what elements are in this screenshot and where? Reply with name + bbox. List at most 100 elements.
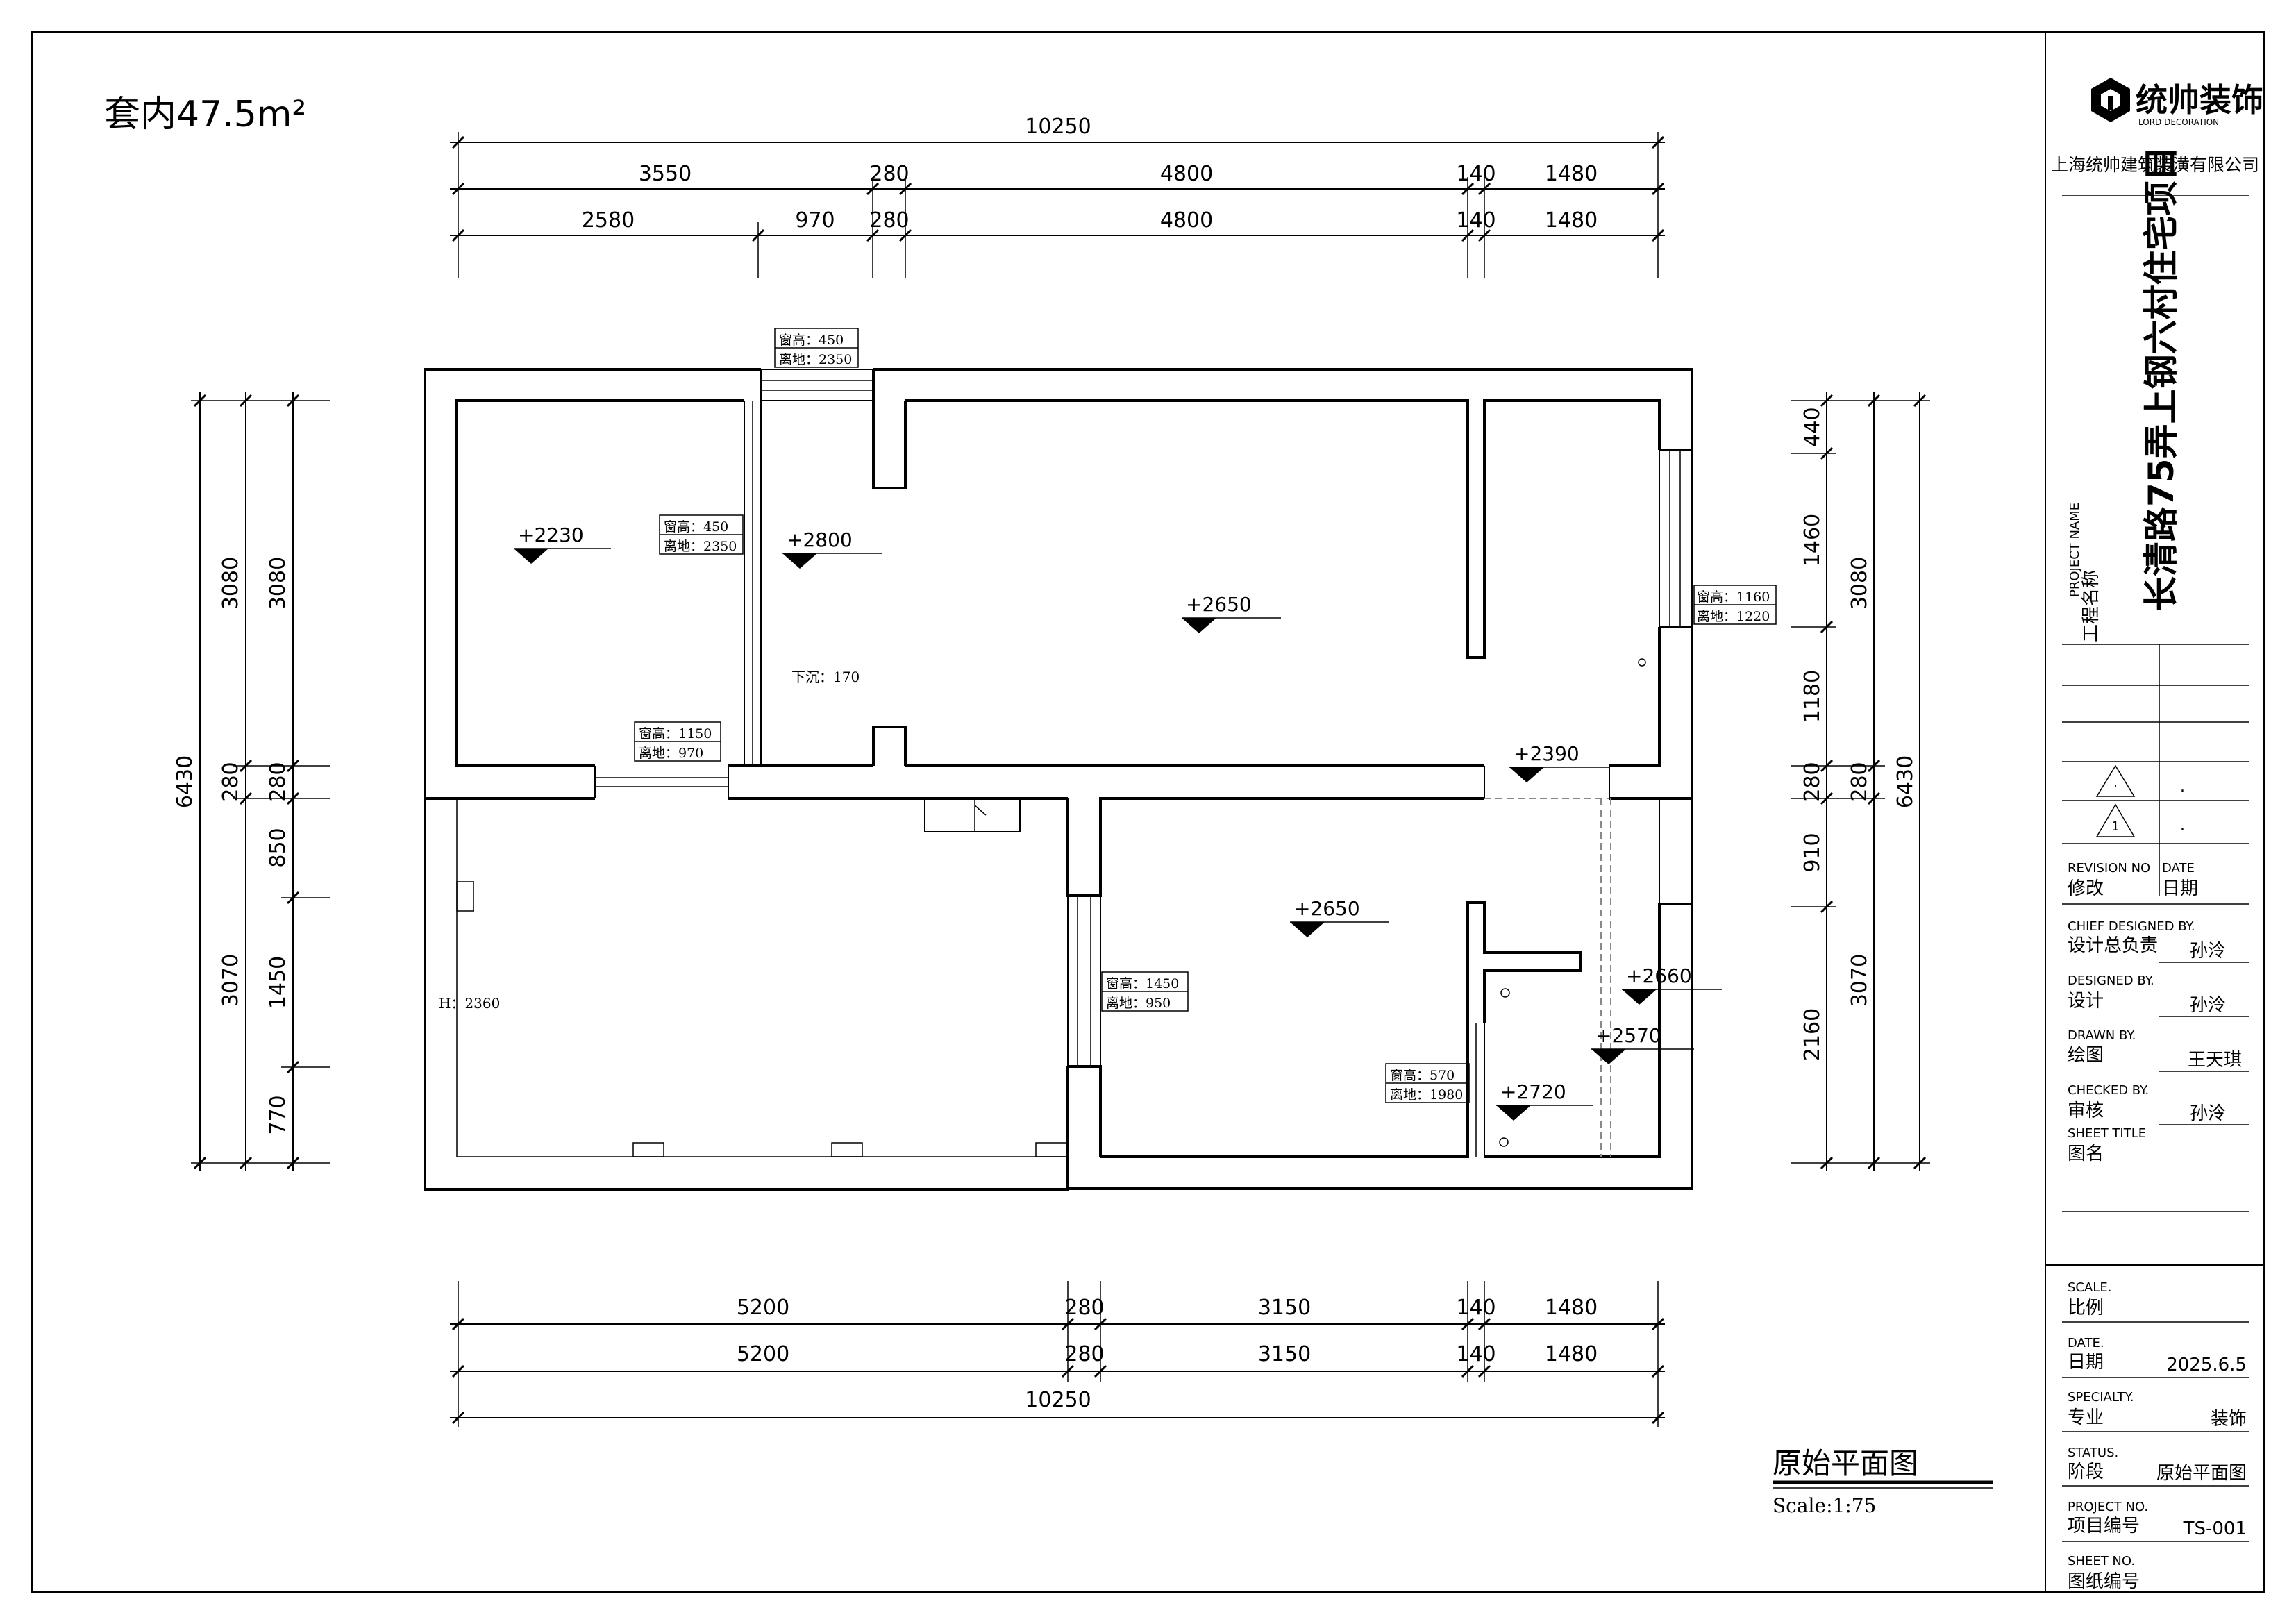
svg-text:STATUS.: STATUS. xyxy=(2068,1446,2118,1460)
dim-bot-r1-3: 140 xyxy=(1456,1296,1495,1320)
window-label: 窗高：450 离地：2350 xyxy=(774,328,859,368)
dim-bot-r1-2: 3150 xyxy=(1258,1296,1311,1320)
right-dimensions: 440 1460 1180 280 910 2160 3080 280 3070… xyxy=(1791,392,1930,1171)
dim-left-c1-2: 3070 xyxy=(219,954,243,1007)
dim-left-c1-0: 3080 xyxy=(219,557,243,610)
dim-right-c1-1: 1460 xyxy=(1800,514,1825,567)
svg-text:窗高：1150: 窗高：1150 xyxy=(639,726,712,742)
svg-text:孙泠: 孙泠 xyxy=(2190,1103,2226,1124)
dim-top-r1-4: 1480 xyxy=(1545,162,1598,186)
revision-en: REVISION NO xyxy=(2068,861,2150,876)
dim-right-c1-2: 1180 xyxy=(1800,670,1825,723)
svg-text:项目编号: 项目编号 xyxy=(2068,1516,2140,1537)
svg-text:王天琪: 王天琪 xyxy=(2188,1050,2242,1071)
dim-bot-r2-3: 140 xyxy=(1456,1342,1495,1366)
dim-right-c1-5: 2160 xyxy=(1800,1008,1825,1061)
dim-bot-r2-4: 1480 xyxy=(1545,1342,1598,1366)
dim-right-c1-3: 280 xyxy=(1800,762,1825,801)
elevation-marker: +2390 xyxy=(1509,742,1609,782)
svg-text:绘图: 绘图 xyxy=(2068,1045,2104,1066)
elevation-marker: +2650 xyxy=(1290,897,1389,937)
project-name-cn: 工程名称 xyxy=(2081,570,2102,642)
svg-text:DRAWN BY.: DRAWN BY. xyxy=(2068,1028,2136,1043)
dim-top-r2-2: 280 xyxy=(869,208,909,233)
svg-text:离地：970: 离地：970 xyxy=(639,746,703,761)
dim-right-c2-2: 3070 xyxy=(1847,954,1872,1007)
dim-top-r1-1: 280 xyxy=(869,162,909,186)
svg-text:SHEET NO.: SHEET NO. xyxy=(2068,1554,2135,1568)
dim-right-overall: 6430 xyxy=(1893,755,1918,808)
svg-text:+2650: +2650 xyxy=(1294,897,1360,920)
sheet-border xyxy=(31,31,2265,1593)
dim-top-r2-5: 1480 xyxy=(1545,208,1598,233)
dim-right-c2-0: 3080 xyxy=(1847,557,1872,610)
company-logo-icon xyxy=(2091,78,2130,122)
info-rows: SCALE. 比例 DATE. 日期 2025.6.5 SPECIALTY. 专… xyxy=(2062,1280,2249,1592)
dim-top-overall: 10250 xyxy=(1025,115,1091,139)
height-note: H：2360 xyxy=(439,995,500,1012)
svg-text:CHECKED BY.: CHECKED BY. xyxy=(2068,1083,2149,1098)
company-sub: LORD DECORATION xyxy=(2138,117,2219,127)
dim-left-c2-3: 1450 xyxy=(266,956,290,1009)
dim-bot-overall: 10250 xyxy=(1025,1388,1091,1412)
svg-text:CHIEF DESIGNED BY.: CHIEF DESIGNED BY. xyxy=(2068,919,2195,934)
svg-text:+2230: +2230 xyxy=(518,524,584,546)
dim-bot-r2-2: 3150 xyxy=(1258,1342,1311,1366)
revision-value: . xyxy=(2180,778,2185,796)
svg-text:离地：1220: 离地：1220 xyxy=(1697,609,1770,624)
sheet-title-en: SHEET TITLE xyxy=(2068,1126,2146,1141)
window-label: 窗高：570 离地：1980 xyxy=(1385,1063,1470,1103)
elevation-marker: +2650 xyxy=(1182,593,1281,633)
svg-text:专业: 专业 xyxy=(2068,1407,2104,1428)
svg-text:+2390: +2390 xyxy=(1514,742,1579,765)
svg-text:日期: 日期 xyxy=(2068,1352,2104,1373)
window-label: 窗高：1160 离地：1220 xyxy=(1693,585,1777,625)
svg-text:+2570: +2570 xyxy=(1595,1024,1661,1047)
elevation-marker: +2800 xyxy=(782,528,882,569)
project-title: 长清路75弄上钢六村住宅项目 xyxy=(2141,146,2181,611)
dim-top-r2-3: 4800 xyxy=(1160,208,1213,233)
dim-bot-r2-0: 5200 xyxy=(737,1342,789,1366)
title-block: 统帅装饰 LORD DECORATION 上海统帅建筑装潢有限公司 PROJEC… xyxy=(2045,78,2264,1592)
company-name: 统帅装饰 xyxy=(2136,81,2263,119)
elevation-marker: +2570 xyxy=(1591,1024,1694,1064)
svg-text:离地：2350: 离地：2350 xyxy=(779,352,852,367)
revision-value: . xyxy=(2180,817,2185,834)
svg-text:DESIGNED BY.: DESIGNED BY. xyxy=(2068,973,2154,988)
company-full-name: 上海统帅建筑装潢有限公司 xyxy=(2051,155,2259,175)
window-label: 窗高：1450 离地：950 xyxy=(1101,971,1189,1012)
svg-text:审核: 审核 xyxy=(2068,1100,2104,1121)
sink-note: 下沉：170 xyxy=(791,669,860,685)
svg-text:SPECIALTY.: SPECIALTY. xyxy=(2068,1390,2134,1405)
svg-text:窗高：1450: 窗高：1450 xyxy=(1106,976,1179,991)
svg-text:DATE.: DATE. xyxy=(2068,1336,2104,1350)
window-label: 窗高：1150 离地：970 xyxy=(634,721,721,762)
dim-left-c2-4: 770 xyxy=(266,1095,290,1135)
dim-top-r2-4: 140 xyxy=(1456,208,1495,233)
svg-text:离地：1980: 离地：1980 xyxy=(1390,1087,1463,1103)
svg-text:+2660: +2660 xyxy=(1626,964,1692,987)
dim-top-r1-2: 4800 xyxy=(1160,162,1213,186)
svg-text:孙泠: 孙泠 xyxy=(2190,995,2226,1016)
svg-text:窗高：570: 窗高：570 xyxy=(1390,1068,1455,1083)
svg-text:窗高：450: 窗高：450 xyxy=(664,519,728,535)
dim-top-r2-1: 970 xyxy=(795,208,835,233)
dim-bot-r1-4: 1480 xyxy=(1545,1296,1598,1320)
window-label: 窗高：450 离地：2350 xyxy=(659,514,744,555)
svg-text:+2720: +2720 xyxy=(1500,1080,1566,1103)
window-labels: 窗高：450 离地：2350 窗高：450 离地：2350 窗高：1150 离地… xyxy=(634,328,1777,1103)
svg-text:原始平面图: 原始平面图 xyxy=(2156,1463,2247,1484)
dim-top-r1-0: 3550 xyxy=(639,162,692,186)
svg-text:装饰: 装饰 xyxy=(2211,1409,2247,1430)
revision-mark: 1 xyxy=(2111,819,2119,834)
svg-text:比例: 比例 xyxy=(2068,1298,2104,1319)
revision-mark: · xyxy=(2113,779,2118,794)
dim-bot-r1-1: 280 xyxy=(1064,1296,1104,1320)
drawing-title: 原始平面图 xyxy=(1773,1446,1918,1480)
dim-left-overall: 6430 xyxy=(173,755,197,808)
svg-text:图纸编号: 图纸编号 xyxy=(2068,1571,2140,1592)
svg-text:设计总负责: 设计总负责 xyxy=(2068,935,2158,956)
svg-text:阶段: 阶段 xyxy=(2068,1462,2104,1482)
revision-cn: 修改 xyxy=(2068,878,2104,899)
date-cn: 日期 xyxy=(2162,878,2198,899)
